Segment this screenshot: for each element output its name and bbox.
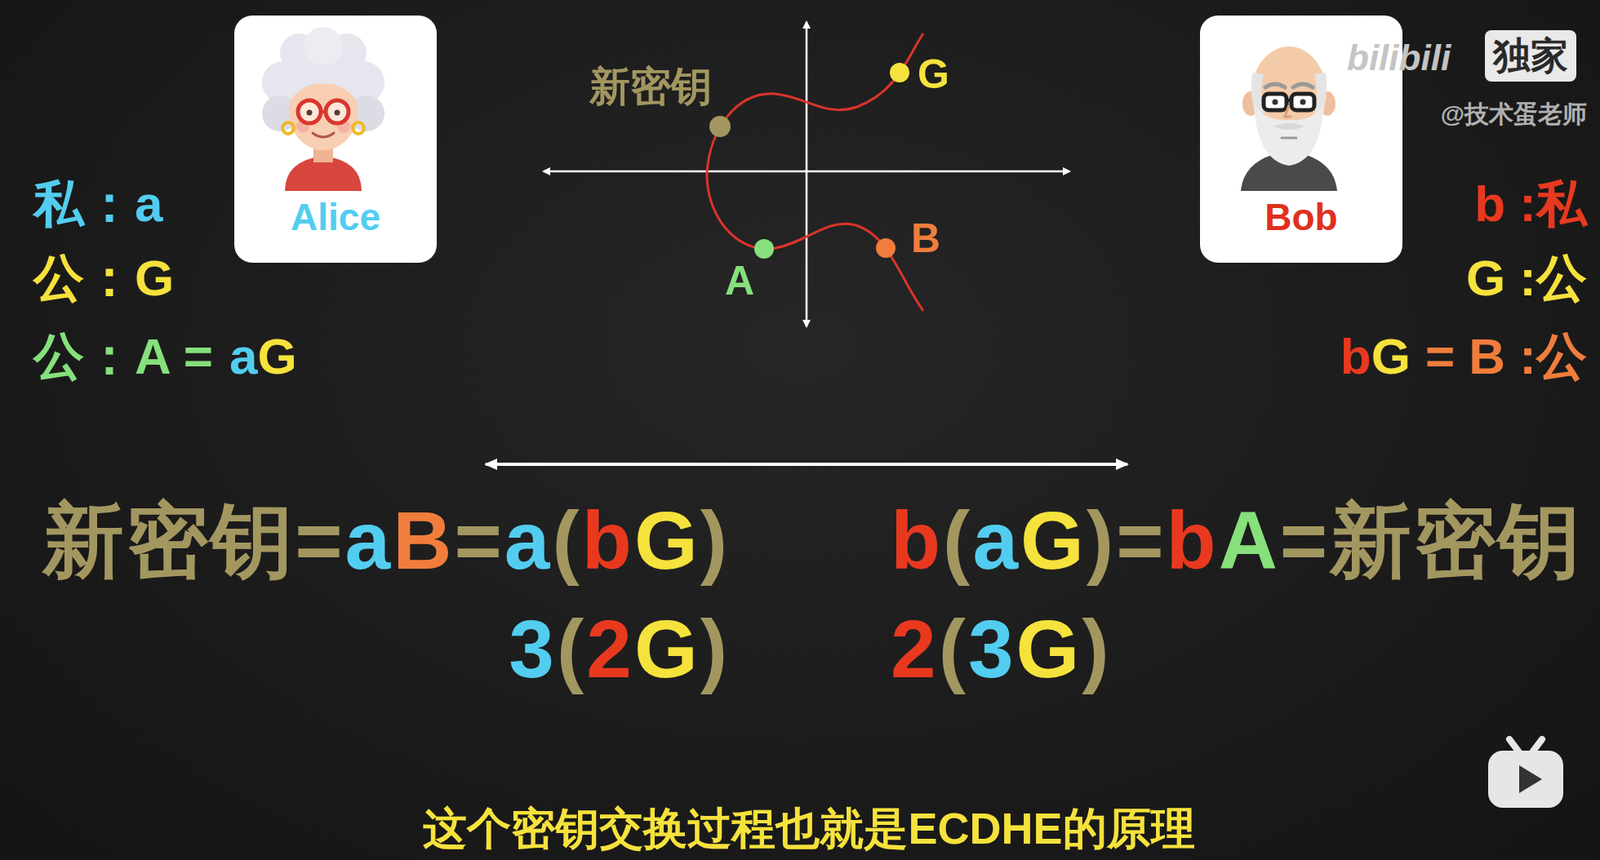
double-arrow: [485, 462, 1128, 467]
badge-text: 独家: [1493, 33, 1569, 79]
formula-line: b(aG)=bA=新密钥: [890, 491, 1583, 590]
formula: b: [1166, 491, 1219, 590]
formula: (: [551, 491, 582, 590]
public-key: a: [229, 326, 258, 387]
formula: G: [634, 491, 701, 590]
public-param: 公：G: [33, 248, 174, 309]
watermark-line: bilibili: [1346, 36, 1451, 80]
formula-example-line: 3(2G): [508, 600, 730, 698]
video-icon: [1488, 739, 1564, 809]
formula-example: ): [700, 600, 730, 698]
formula-example: G: [1016, 600, 1083, 698]
formula-line: 新密钥=aB=a(bG): [42, 491, 730, 590]
card-name: Alice: [234, 195, 437, 240]
point-new-key: [709, 115, 731, 138]
public-key: 公：A =: [33, 326, 214, 387]
point-label-line: 新密钥: [589, 62, 712, 112]
private-key: 私：a: [33, 173, 163, 235]
formula: =新密钥: [1280, 491, 1583, 590]
formula: A: [1218, 491, 1280, 590]
formula: a: [972, 491, 1021, 590]
formula-example: 3: [968, 600, 1017, 698]
formula-example: G: [634, 600, 701, 698]
point-b: [875, 238, 896, 258]
watermark-line: @技术蛋老师: [1440, 99, 1587, 129]
public-key: b: [1340, 326, 1372, 387]
formula: ): [700, 491, 730, 590]
formula: b: [890, 491, 943, 590]
badge-box: 独家: [1484, 30, 1577, 82]
formula-example-line: 2(3G): [890, 600, 1112, 698]
formula: ): [1086, 491, 1116, 590]
formula: a: [345, 491, 394, 590]
point-label: G: [917, 49, 950, 99]
elliptic-curve: [706, 33, 924, 312]
formula: G: [1020, 491, 1087, 590]
private-key-line: b :私: [1474, 173, 1587, 235]
watermark: @技术蛋老师: [1440, 99, 1587, 129]
formula: 新密钥=: [42, 491, 345, 590]
point-label: B: [911, 213, 941, 263]
public-param-line: 公：G: [33, 248, 174, 309]
private-key-line: 私：a: [33, 173, 163, 235]
public-key-line: bG= B :公: [1340, 326, 1587, 387]
caption: 这个密钥交换过程也就是ECDHE的原理: [422, 802, 1195, 856]
formula: (: [942, 491, 973, 590]
formula: =: [1115, 491, 1166, 590]
formula-example: (: [938, 600, 969, 698]
y-axis: [805, 22, 809, 327]
point-label-line: B: [911, 213, 941, 263]
watermark: bilibili: [1346, 36, 1451, 80]
formula: B: [392, 491, 454, 590]
formula-example: 2: [586, 600, 635, 698]
alice-card: Alice: [234, 15, 437, 263]
public-param-line: G :公: [1466, 248, 1587, 309]
formula: a: [504, 491, 553, 590]
point-label-line: A: [724, 256, 755, 306]
formula-example: (: [556, 600, 587, 698]
public-param: G :公: [1466, 248, 1587, 309]
point-g: [889, 62, 910, 83]
formula-example: ): [1081, 600, 1112, 698]
point-label: A: [724, 256, 755, 306]
point-label: 新密钥: [589, 62, 712, 112]
formula-example: 3: [508, 600, 557, 698]
public-key-line: 公：A =aG: [33, 326, 298, 387]
formula: b: [582, 491, 635, 590]
formula: =: [453, 491, 504, 590]
formula-example: 2: [890, 600, 939, 698]
public-key: = B :公: [1425, 326, 1587, 387]
public-key: G: [1371, 326, 1411, 387]
private-key: b :私: [1474, 173, 1587, 235]
point-a: [754, 239, 774, 259]
point-label-line: G: [917, 49, 950, 99]
public-key: G: [257, 326, 297, 387]
card-name: Bob: [1200, 195, 1403, 240]
